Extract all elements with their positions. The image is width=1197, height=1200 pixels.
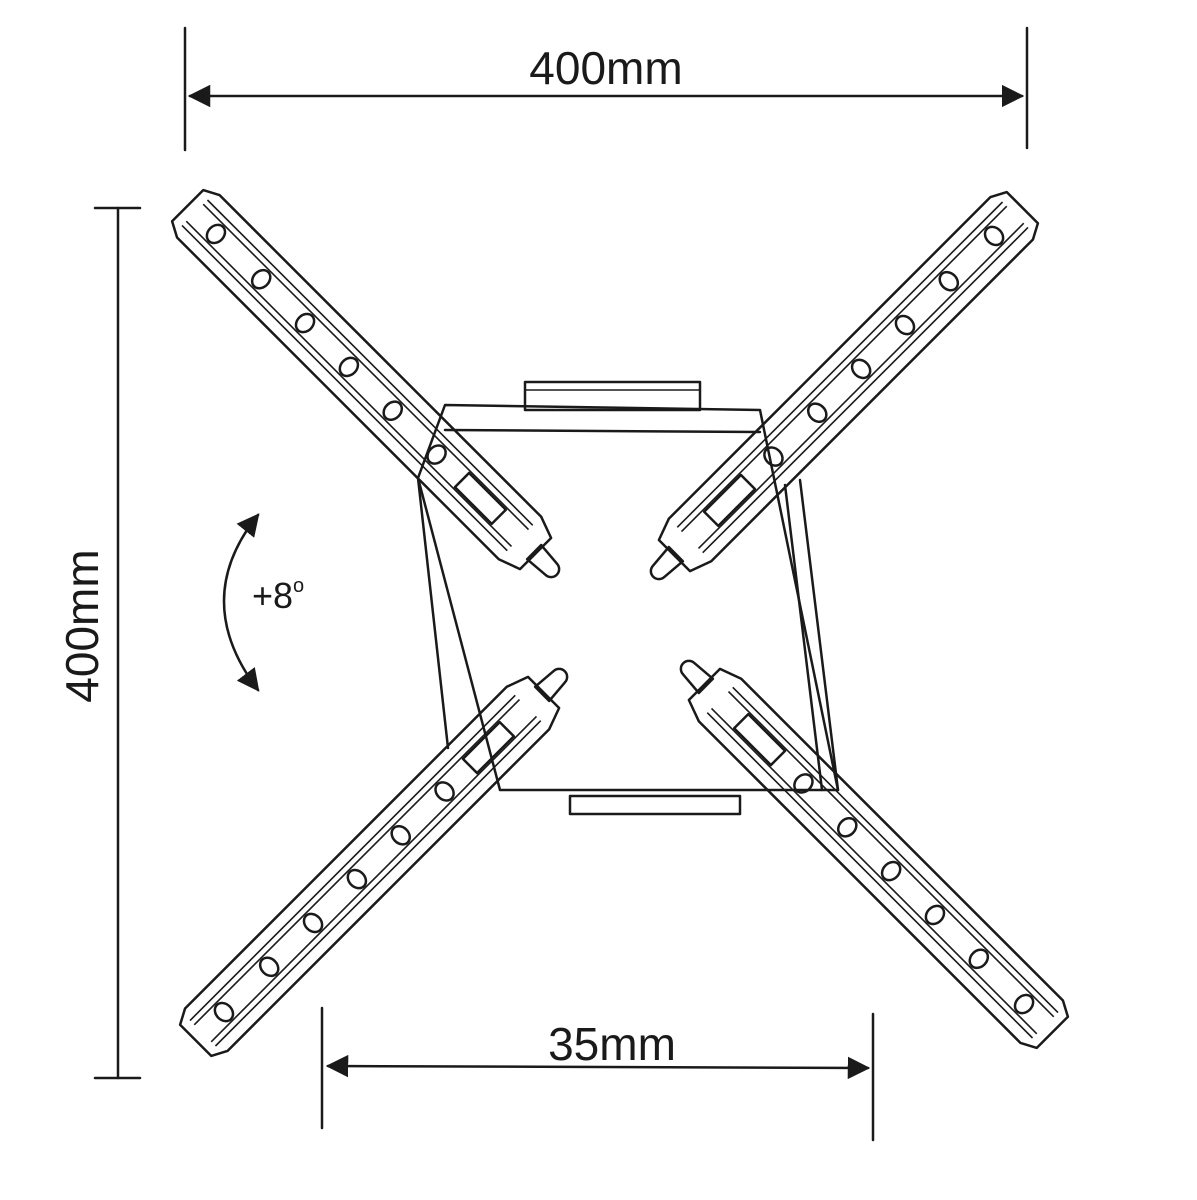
arm-top-right	[630, 185, 1045, 600]
tilt-angle-label: +8o	[252, 575, 304, 616]
arm-bottom-left	[173, 648, 588, 1063]
top-width-dimension: 400mm	[183, 26, 1029, 152]
arm-top-left	[165, 183, 580, 598]
bottom-width-dimension: 35mm	[320, 1006, 875, 1142]
left-height-label: 400mm	[56, 549, 108, 702]
left-height-dimension: 400mm	[56, 206, 142, 1080]
top-width-label: 400mm	[529, 42, 682, 94]
tilt-indicator: +8o	[222, 513, 304, 692]
mounting-plate	[416, 380, 840, 816]
arm-bottom-right	[660, 640, 1075, 1055]
bottom-width-label: 35mm	[548, 1018, 676, 1070]
